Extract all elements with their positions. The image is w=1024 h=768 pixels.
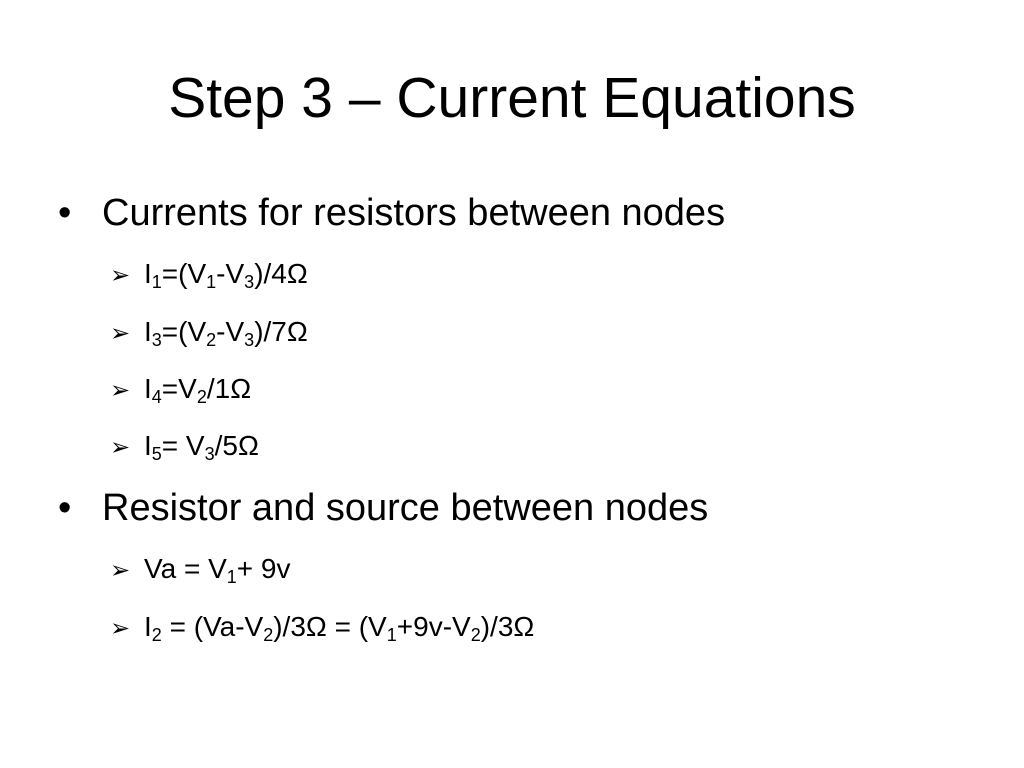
bullet-text: Resistor and source between nodes bbox=[102, 487, 709, 529]
equation-i2: ➢I2 = (Va-V2)/3Ω = (V1+9v-V2)/3Ω bbox=[110, 607, 534, 648]
bullet-currents-heading: • Currents for resistors between nodes bbox=[58, 188, 725, 238]
bullet-resistor-source-heading: • Resistor and source between nodes bbox=[58, 483, 708, 533]
equation-i5: ➢I5= V3/5Ω bbox=[110, 426, 259, 467]
equation-i3: ➢I3=(V2-V3)/7Ω bbox=[110, 312, 308, 353]
equation-va: ➢Va = V1+ 9v bbox=[110, 549, 290, 590]
slide-title: Step 3 – Current Equations bbox=[168, 66, 856, 130]
bullet-dot-icon: • bbox=[58, 487, 72, 529]
equation-i4: ➢I4=V2/1Ω bbox=[110, 369, 251, 410]
arrow-bullet-icon: ➢ bbox=[110, 614, 131, 642]
arrow-bullet-icon: ➢ bbox=[110, 556, 131, 584]
arrow-bullet-icon: ➢ bbox=[110, 433, 131, 461]
equation-i1: ➢I1=(V1-V3)/4Ω bbox=[110, 254, 308, 295]
arrow-bullet-icon: ➢ bbox=[110, 261, 131, 289]
arrow-bullet-icon: ➢ bbox=[110, 376, 131, 404]
arrow-bullet-icon: ➢ bbox=[110, 319, 131, 347]
bullet-dot-icon: • bbox=[58, 192, 72, 234]
bullet-text: Currents for resistors between nodes bbox=[102, 192, 726, 234]
